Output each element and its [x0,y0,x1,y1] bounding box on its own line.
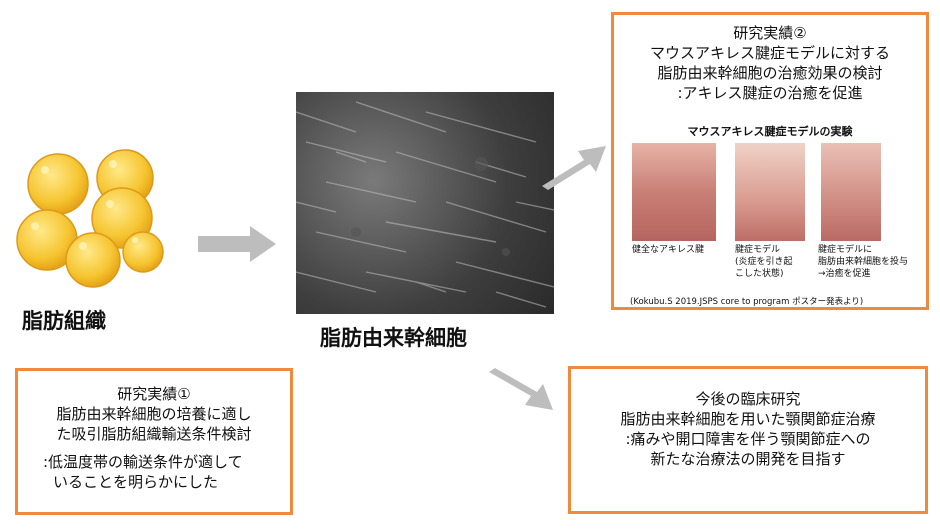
stem-cell-label: 脂肪由来幹細胞 [320,326,467,350]
research-result-1-box: 研究実績① 脂肪由来幹細胞の培養に適し た吸引脂肪組織輸送条件検討 :低温度帯の… [15,368,293,515]
treated-model-photo [821,143,881,241]
tendinopathy-model-photo [735,143,805,241]
arrow-down-right-icon [489,368,553,410]
box3-line-2: :痛みや開口障害を伴う顎関節症への [625,430,871,448]
box1-note-2: いることを明らかにした [53,473,219,491]
healthy-tendon-photo [632,143,716,241]
research-result-2-box: 研究実績② マウスアキレス腱症モデルに対する 脂肪由来幹細胞の治癒効果の検討 :… [611,12,929,310]
caption-treated: 腱症モデルに 脂肪由来幹細胞を投与 →治癒を促進 [818,245,909,279]
stem-cell-microscope-image [296,92,554,314]
arrow-up-right-icon [542,146,606,190]
future-clinical-research-box: 今後の臨床研究 脂肪由来幹細胞を用いた顎関節症治療 :痛みや開口障害を伴う顎関節… [568,366,928,514]
arrow-right-icon [198,226,276,262]
caption-model: 腱症モデル (炎症を引き起 こした状態) [735,245,793,279]
box1-line-2: た吸引脂肪組織輸送条件検討 [56,425,252,443]
box3-title: 今後の臨床研究 [695,390,801,408]
box1-line-1: 脂肪由来幹細胞の培養に適し [56,405,252,423]
box2-line-1: マウスアキレス腱症モデルに対する [649,44,890,62]
figure-credit: (Kokubu.S 2019.JSPS core to program ポスター… [630,297,864,307]
box1-note-1: :低温度帯の輸送条件が適して [43,453,243,471]
fat-tissue-illustration [16,149,164,288]
box2-title: 研究実績② [733,24,807,42]
figure-title: マウスアキレス腱症モデルの実験 [687,125,853,138]
box3-line-1: 脂肪由来幹細胞を用いた顎関節症治療 [620,410,876,428]
box2-line-2: 脂肪由来幹細胞の治癒効果の検討 [657,64,883,82]
box2-line-3: :アキレス腱症の治癒を促進 [677,84,863,102]
caption-healthy: 健全なアキレス腱 [632,245,705,255]
fat-tissue-label: 脂肪組織 [22,309,106,333]
box3-line-3: 新たな治療法の開発を目指す [650,450,846,468]
box1-title: 研究実績① [117,385,191,403]
fat-cells [16,149,164,288]
